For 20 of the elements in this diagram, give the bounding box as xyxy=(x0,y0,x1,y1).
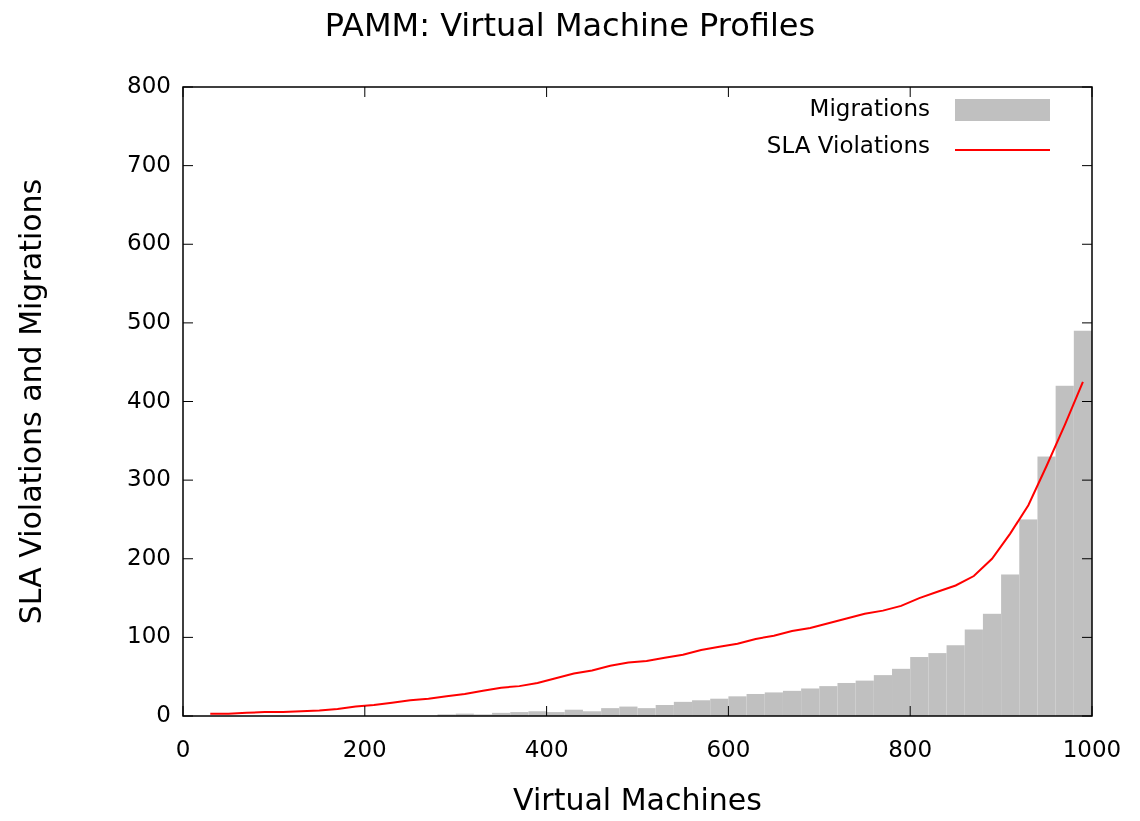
y-tick-label: 800 xyxy=(126,72,171,98)
y-tick-label: 500 xyxy=(126,307,171,334)
y-tick-label: 200 xyxy=(126,543,171,570)
x-tick-label: 200 xyxy=(341,736,388,762)
x-axis-label: Virtual Machines xyxy=(512,782,763,817)
y-tick-label: 400 xyxy=(126,386,171,413)
x-tick-label: 800 xyxy=(887,736,934,762)
legend-label: Migrations xyxy=(809,95,930,121)
x-tick-label: 600 xyxy=(705,736,752,762)
x-tick-label: 400 xyxy=(523,736,570,762)
y-tick-label: 300 xyxy=(126,465,171,492)
legend-label: SLA Violations xyxy=(766,132,930,158)
x-tick-label: 1000 xyxy=(1061,736,1123,762)
y-axis-label: SLA Violations and Migrations xyxy=(12,177,48,627)
chart-title: PAMM: Virtual Machine Profiles xyxy=(323,6,817,44)
y-tick-label: 700 xyxy=(126,150,171,177)
x-tick-label: 0 xyxy=(174,736,192,762)
y-tick-label: 0 xyxy=(155,701,171,727)
y-tick-label: 100 xyxy=(126,622,171,649)
y-tick-label: 600 xyxy=(126,229,171,256)
